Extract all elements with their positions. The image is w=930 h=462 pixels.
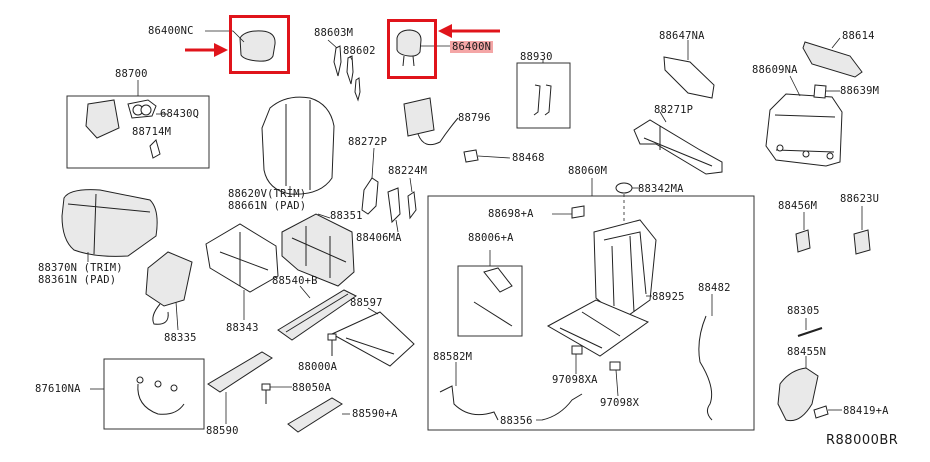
label-88698a: 88698+A [488, 208, 534, 220]
label-88343: 88343 [226, 322, 259, 334]
bolt-88000a [327, 333, 337, 356]
group-87610na [90, 358, 205, 430]
cover-88590a [287, 397, 350, 433]
label-88796: 88796 [458, 112, 491, 124]
bolt-88050a [261, 383, 292, 404]
label-88335: 88335 [164, 332, 197, 344]
arrow-to-86400nc [185, 43, 228, 57]
reference-code: R88000BR [826, 433, 899, 448]
label-88006a: 88006+A [468, 232, 514, 244]
label-88468: 88468 [512, 152, 545, 164]
label-88620v: 88620V(TRIM) [228, 188, 307, 200]
label-88623u: 88623U [840, 193, 880, 205]
pin-88305 [797, 318, 823, 337]
label-88602: 88602 [343, 45, 376, 57]
label-88419a: 88419+A [843, 405, 889, 417]
part-88468 [463, 149, 511, 163]
label-97098xa: 97098XA [552, 374, 598, 386]
label-86400nc: 86400NC [148, 25, 194, 37]
rail-88540b [277, 285, 357, 341]
part-88419a [813, 405, 842, 419]
highlight-box-86400n [387, 19, 437, 79]
label-88930: 88930 [520, 51, 553, 63]
panel-88609na [765, 75, 843, 167]
label-68430q: 68430Q [160, 108, 200, 120]
label-88356: 88356 [500, 415, 533, 427]
label-88305: 88305 [787, 305, 820, 317]
frame-88271p [633, 111, 723, 175]
guides-88603m-88602 [327, 39, 361, 102]
tray-88343 [205, 223, 279, 320]
label-88406ma: 88406MA [356, 232, 402, 244]
bracket-88272p [361, 147, 379, 215]
label-88272p: 88272P [348, 136, 388, 148]
label-88224m: 88224M [388, 165, 428, 177]
label-88370n: 88370N (TRIM) [38, 262, 123, 274]
headrest-86400nc [205, 30, 276, 62]
clips-88930 [516, 59, 571, 129]
cushion-88370n [61, 189, 158, 262]
group-88700 [66, 80, 210, 169]
part-88456m [795, 212, 811, 253]
label-97098x: 97098X [600, 397, 640, 409]
label-88639m: 88639M [840, 85, 880, 97]
label-88361n: 88361N (PAD) [38, 274, 117, 286]
label-88647na: 88647NA [659, 30, 705, 42]
label-88582m: 88582M [433, 351, 473, 363]
label-87610na: 87610NA [35, 383, 81, 395]
label-88456m: 88456M [778, 200, 818, 212]
cover-88455n [777, 356, 819, 422]
seatback-88620v [261, 96, 335, 196]
label-88351: 88351 [330, 210, 363, 222]
label-88050a: 88050A [292, 382, 332, 394]
bracket-88406ma [387, 187, 401, 233]
rail-88614 [802, 37, 863, 78]
label-88925: 88925 [652, 291, 685, 303]
group-88060m [427, 178, 755, 431]
bracket-88224m [407, 177, 417, 220]
cover-88590 [207, 351, 273, 424]
clip-88639m [813, 84, 840, 99]
label-88603m: 88603M [314, 27, 354, 39]
label-88060m: 88060M [568, 165, 608, 177]
label-88609na: 88609NA [752, 64, 798, 76]
part-88623u [853, 206, 871, 255]
label-88661n: 88661N (PAD) [228, 200, 307, 212]
label-88455n: 88455N [787, 346, 827, 358]
bracket-88796 [403, 97, 459, 146]
label-88614: 88614 [842, 30, 875, 42]
label-88540b: 88540+B [272, 275, 318, 287]
label-88590a: 88590+A [352, 408, 398, 420]
label-88271p: 88271P [654, 104, 694, 116]
label-88482: 88482 [698, 282, 731, 294]
label-88700: 88700 [115, 68, 148, 80]
label-88597: 88597 [350, 297, 383, 309]
label-88590: 88590 [206, 425, 239, 437]
highlight-box-86400nc [229, 15, 290, 74]
frame-88351 [281, 213, 355, 287]
arrow-to-86400n [438, 24, 500, 38]
cover-88597 [330, 307, 415, 367]
label-86400n: 86400N [450, 41, 494, 53]
trim-88647na [663, 40, 715, 99]
label-88714m: 88714M [132, 126, 172, 138]
part-88335 [145, 251, 193, 331]
label-88000a: 88000A [298, 361, 338, 373]
label-88342ma: 88342MA [638, 183, 684, 195]
